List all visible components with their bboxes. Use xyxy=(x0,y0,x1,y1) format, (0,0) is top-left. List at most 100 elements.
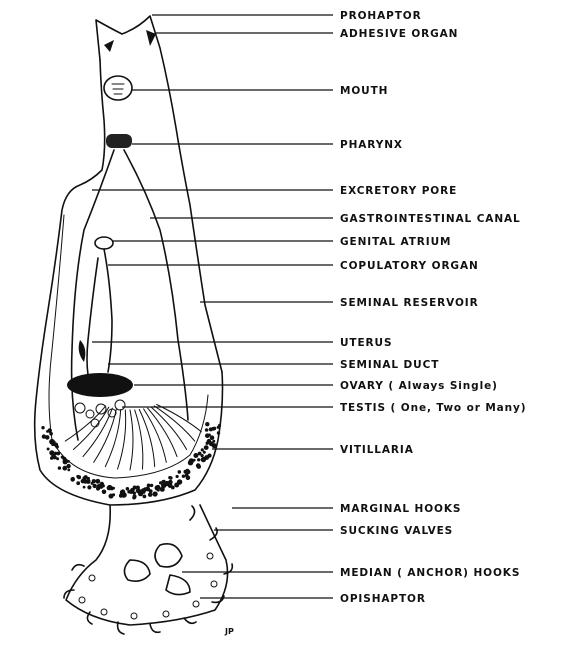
label-seminal-reservoir: SEMINAL RESERVOIR xyxy=(340,297,479,309)
vitellaria-dot xyxy=(217,431,220,434)
vitellaria-dot xyxy=(201,448,204,451)
artist-signature: JP xyxy=(224,627,234,636)
label-ovary: OVARY ( Always Single) xyxy=(340,380,498,392)
vitellaria-dot xyxy=(159,481,162,484)
copulatory-organ xyxy=(104,249,112,372)
vitellaria-dot xyxy=(95,479,100,484)
vitellaria-dot xyxy=(76,481,80,485)
vitellaria-dot xyxy=(212,440,215,443)
seminal-reservoir-and-uterus xyxy=(79,258,98,375)
label-marginal-hooks: MARGINAL HOOKS xyxy=(340,503,461,515)
vitellaria-dot xyxy=(83,476,87,480)
vitellaria-dot xyxy=(56,457,59,460)
vitellaria-dot xyxy=(67,469,70,472)
label-seminal-duct: SEMINAL DUCT xyxy=(340,359,439,371)
vitellaria-dot xyxy=(204,455,209,460)
vitellaria-dot xyxy=(87,485,91,489)
vitellaria-dot xyxy=(143,495,147,499)
vitellaria-dot xyxy=(76,475,79,478)
radial-line xyxy=(130,410,133,470)
vitellaria-dot xyxy=(153,491,158,496)
vitellaria-dot xyxy=(120,493,125,498)
label-excretory-pore: EXCRETORY PORE xyxy=(340,185,457,197)
label-gastrointestinal-canal: GASTROINTESTINAL CANAL xyxy=(340,213,521,225)
label-pharynx: PHARYNX xyxy=(340,139,403,151)
radial-line xyxy=(105,410,120,467)
vitellaria-dot xyxy=(204,445,209,450)
vitellaria-dot xyxy=(197,465,201,469)
testis xyxy=(75,400,125,427)
vitellaria-dot xyxy=(63,459,68,464)
vitellaria-dot xyxy=(54,443,58,447)
vitellaria-dot xyxy=(93,484,97,488)
vitellaria-dot xyxy=(87,477,90,480)
vitellaria-dot xyxy=(126,487,130,491)
vitellaria-dot xyxy=(210,435,215,440)
vitellaria-dot xyxy=(189,458,194,463)
vitellaria-dot xyxy=(205,428,209,432)
vitellaria-dot xyxy=(130,488,133,491)
label-mouth: MOUTH xyxy=(340,85,388,97)
vitellaria-dot xyxy=(133,492,136,495)
label-genital-atrium: GENITAL ATRIUM xyxy=(340,236,451,248)
vitellaria-dot xyxy=(102,484,105,487)
vitellaria-dot xyxy=(41,426,44,429)
radial-line xyxy=(118,410,126,469)
ovary xyxy=(67,373,133,397)
vitellaria-dot xyxy=(150,484,153,487)
opisthaptor xyxy=(64,505,232,634)
vitellaria-dot xyxy=(168,476,171,479)
median-anchor-hooks xyxy=(124,544,190,595)
sucking-valves xyxy=(79,553,217,619)
vitellaria-dot xyxy=(218,424,221,427)
vitellaria-dot xyxy=(185,473,188,476)
label-uterus: UTERUS xyxy=(340,337,392,349)
gastrointestinal-canal xyxy=(72,150,188,440)
vitellaria-dot xyxy=(178,470,182,474)
vitellaria-dot xyxy=(92,479,96,483)
vitellaria-dot xyxy=(62,466,67,471)
pharynx xyxy=(106,134,132,148)
vitellaria-dot xyxy=(83,486,86,489)
label-vitillaria: VITILLARIA xyxy=(340,444,414,456)
label-sucking-valves: SUCKING VALVES xyxy=(340,525,453,537)
radial-line xyxy=(135,410,143,469)
vitellaria-dot xyxy=(51,453,55,457)
vitellaria-dot xyxy=(160,487,165,492)
vitellaria-dot xyxy=(176,475,179,478)
vitellaria-dot xyxy=(148,492,153,497)
radial-line xyxy=(65,406,105,441)
vitellaria-dot xyxy=(206,442,209,445)
vitellaria-dot xyxy=(47,448,50,451)
label-testis: TESTIS ( One, Two or Many) xyxy=(340,402,526,414)
mouth xyxy=(104,76,132,100)
vitellaria-dot xyxy=(186,476,191,481)
vitellaria-dot xyxy=(157,489,160,492)
vitellaria-dot xyxy=(132,496,136,500)
vitellaria-dot xyxy=(174,483,179,488)
vitellaria-dot xyxy=(182,475,185,478)
radial-line xyxy=(148,408,177,457)
vitellaria-dot xyxy=(70,477,75,482)
label-copulatory-organ: COPULATORY ORGAN xyxy=(340,260,479,272)
vitellaria-dot xyxy=(168,483,173,488)
vitellaria-dot xyxy=(144,487,147,490)
vitellaria-dot xyxy=(205,422,209,426)
vitellaria-dot xyxy=(193,453,198,458)
vitellaria-dot xyxy=(213,427,217,431)
labels: PROHAPTOR ADHESIVE ORGAN MOUTH PHARYNX E… xyxy=(224,10,526,636)
radial-line xyxy=(154,406,194,441)
genital-atrium xyxy=(95,237,113,249)
vitellaria-dot xyxy=(96,487,100,491)
label-median-anchor-hooks: MEDIAN ( ANCHOR) HOOKS xyxy=(340,567,520,579)
vitellaria-dot xyxy=(203,451,206,454)
vitellaria-dot xyxy=(45,435,50,440)
vitellaria-dot xyxy=(107,486,112,491)
vitellaria-dot xyxy=(47,428,52,433)
vitellaria-dot xyxy=(127,490,130,493)
radial-line xyxy=(151,407,186,449)
leader-lines xyxy=(92,15,333,598)
vitellaria-dot xyxy=(197,458,200,461)
